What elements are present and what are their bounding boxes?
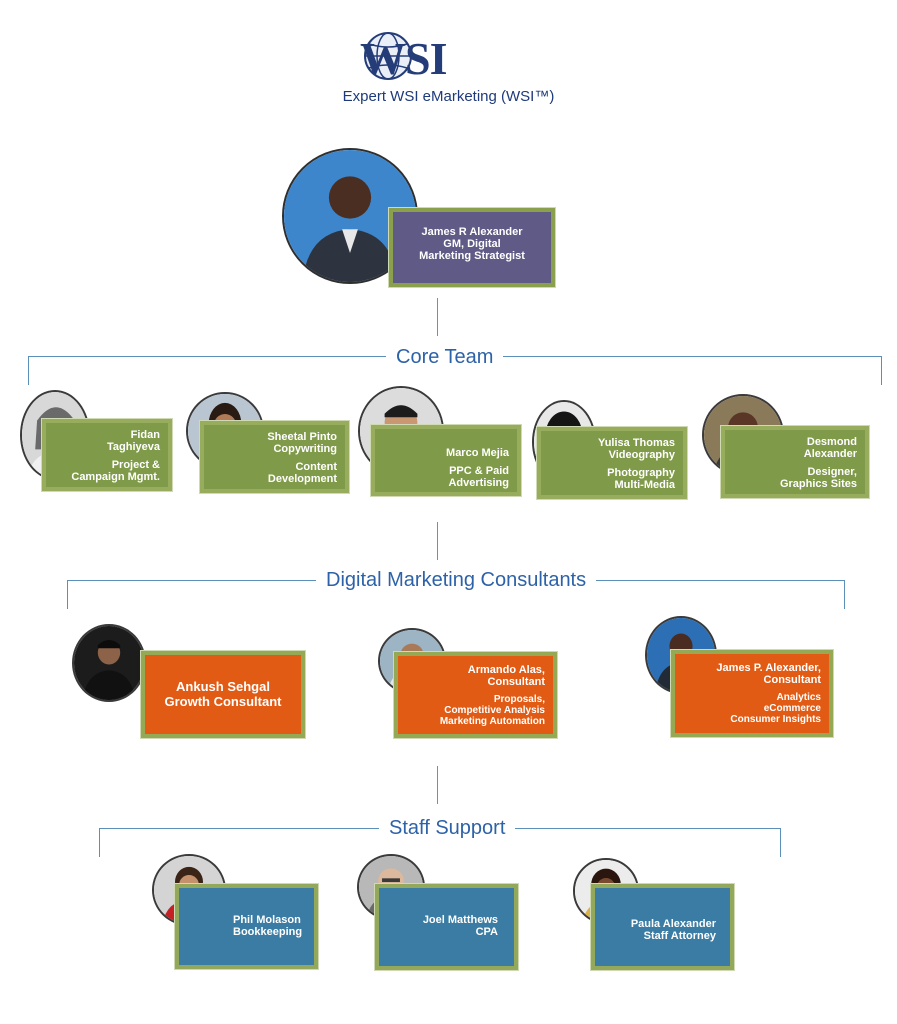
consultant-name: Ankush Sehgal [176,679,270,694]
core-role-line: Designer, [807,466,857,478]
globe-icon [364,32,412,80]
connector-line [437,522,438,560]
core-name-line: Desmond [806,436,857,448]
consultant-name: Armando Alas, [467,664,545,676]
staff-name: Joel Matthews [422,914,498,926]
section-title-core-team: Core Team [386,345,504,369]
staff-role: CPA [475,926,498,938]
company-name: Expert WSI eMarketing (WSI™) [342,88,555,105]
person-photo-icon [74,626,144,700]
consultant-name: Consultant [763,674,821,686]
core-name-line: Marco Mejia [446,447,509,459]
card-core-marco: Marco Mejia PPC & Paid Advertising [370,424,522,497]
core-role-line: Project & [111,459,160,471]
wsi-logo: WSI [360,33,447,84]
core-role-line: PPC & Paid [449,465,509,477]
card-consultant-armando: Armando Alas, Consultant Proposals, Comp… [393,651,558,739]
consultant-skill: Analytics [776,692,821,703]
core-role-line: Development [267,473,337,485]
card-core-sheetal: Sheetal Pinto Copywriting Content Develo… [199,420,350,494]
consultant-skill: Proposals, [493,694,545,705]
logo-block: WSI Expert WSI eMarketing (WSI™) [0,30,897,120]
consultant-skill: eCommerce [763,703,821,714]
core-name-line: Videography [608,449,675,461]
section-title-staff-support: Staff Support [379,816,516,840]
card-core-fidan: Fidan Taghiyeva Project & Campaign Mgmt. [41,418,173,492]
staff-role: Bookkeeping [233,926,303,938]
card-staff-phil: Phil Molason Bookkeeping [174,883,319,970]
card-staff-joel: Joel Matthews CPA [374,883,519,971]
card-staff-paula: Paula Alexander Staff Attorney [590,883,735,971]
core-role-line: Advertising [448,477,509,489]
top-title-2: Marketing Strategist [419,250,525,262]
staff-name: Phil Molason [233,914,301,926]
connector-line [437,766,438,804]
core-name-line: Alexander [803,448,857,460]
card-core-desmond: Desmond Alexander Designer, Graphics Sit… [720,425,870,499]
top-title-1: GM, Digital [443,238,501,250]
consultant-skill: Marketing Automation [439,716,545,727]
core-name-line: Taghiyeva [107,441,160,453]
card-consultant-james-p: James P. Alexander, Consultant Analytics… [670,649,834,738]
consultant-name: Consultant [487,676,545,688]
consultant-name: James P. Alexander, [716,662,821,674]
core-role-line: Multi-Media [614,479,676,491]
core-role-line: Content [295,461,337,473]
card-top-manager: James R Alexander GM, Digital Marketing … [388,207,556,288]
core-name-line: Fidan [130,429,160,441]
core-role-line: Photography [607,467,675,479]
section-title-consultants: Digital Marketing Consultants [316,568,597,592]
avatar-ankush [72,624,146,702]
staff-role: Staff Attorney [643,930,716,942]
top-name: James R Alexander [421,226,523,238]
consultant-skill: Competitive Analysis [444,705,545,716]
staff-name: Paula Alexander [630,918,716,930]
core-name-line: Yulisa Thomas [597,437,675,449]
core-role-line: Graphics Sites [779,478,857,490]
consultant-skill: Consumer Insights [730,714,821,725]
consultant-role: Growth Consultant [164,694,282,709]
core-role-line: Campaign Mgmt. [71,471,160,483]
card-consultant-ankush: Ankush Sehgal Growth Consultant [140,650,306,739]
core-name-line: Copywriting [273,443,337,455]
connector-line [437,298,438,336]
card-core-yulisa: Yulisa Thomas Videography Photography Mu… [536,426,688,500]
core-name-line: Sheetal Pinto [267,431,337,443]
